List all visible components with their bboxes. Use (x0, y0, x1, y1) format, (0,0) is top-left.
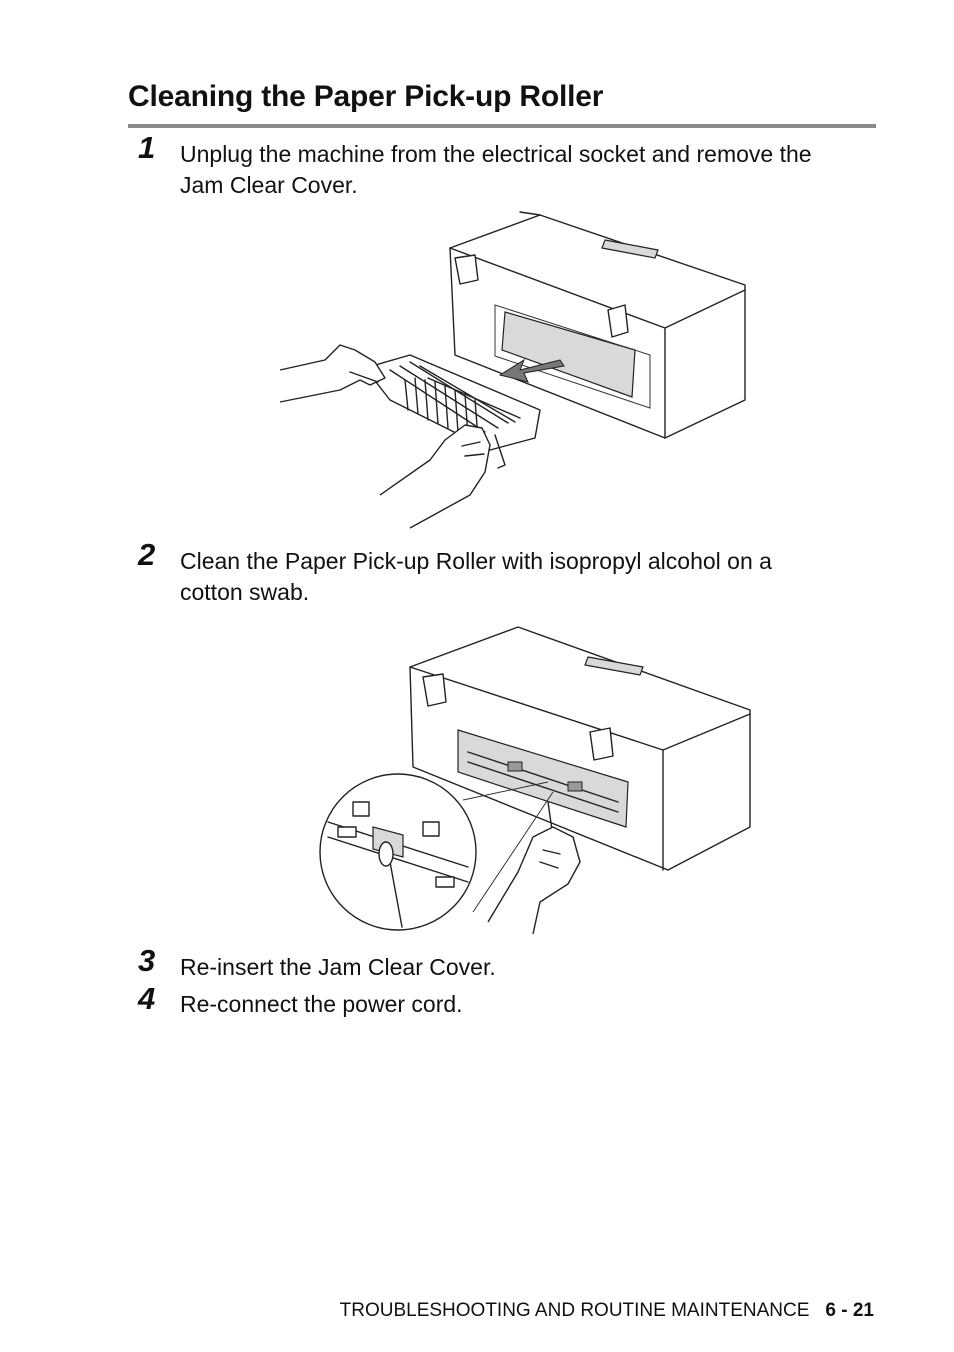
step-4-number: 4 (138, 981, 156, 1016)
page-title: Cleaning the Paper Pick-up Roller (128, 80, 604, 113)
footer-section-title: TROUBLESHOOTING AND ROUTINE MAINTENANCE (339, 1300, 810, 1321)
page-footer: TROUBLESHOOTING AND ROUTINE MAINTENANCE 6… (340, 1300, 874, 1322)
step-1-text: Unplug the machine from the electrical s… (180, 139, 812, 201)
clean-pickup-roller-illustration (319, 626, 751, 934)
step-1-number: 1 (138, 130, 156, 165)
step-2-text-line2: cotton swab. (180, 579, 310, 605)
step-1-text-line2: Jam Clear Cover. (180, 172, 358, 198)
step-4-text: Re-connect the power cord. (180, 991, 463, 1017)
step-1-text-line1: Unplug the machine from the electrical s… (180, 141, 812, 167)
step-3-number: 3 (138, 943, 156, 978)
remove-jam-clear-cover-illustration (279, 211, 746, 529)
step-2-text-line1: Clean the Paper Pick-up Roller with isop… (180, 548, 772, 574)
footer-page-number: 6 - 21 (825, 1300, 874, 1321)
title-rule (128, 124, 876, 128)
step-2-text: Clean the Paper Pick-up Roller with isop… (180, 546, 772, 608)
step-3-text: Re-insert the Jam Clear Cover. (180, 954, 496, 980)
step-2-number: 2 (138, 537, 156, 572)
